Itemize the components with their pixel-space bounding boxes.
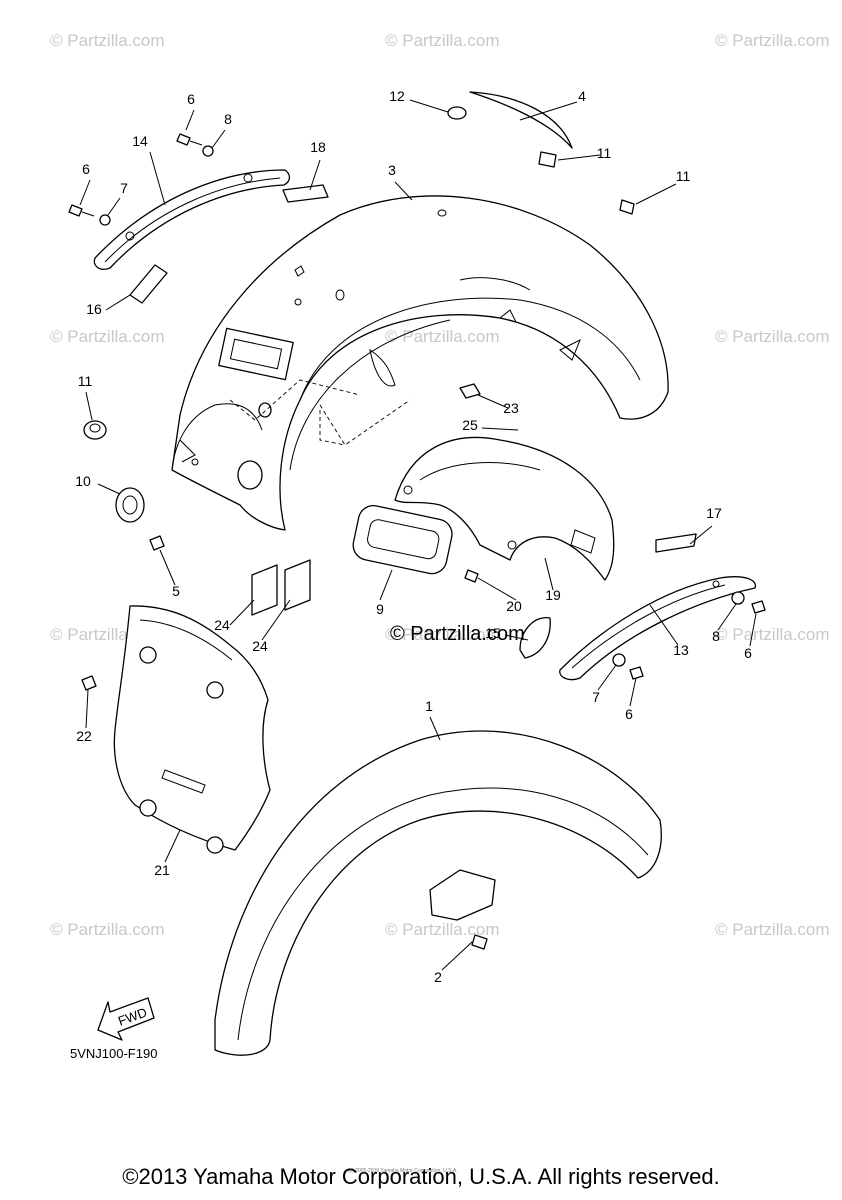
watermark: © Partzilla.com [715,625,830,644]
callout-number: 7 [592,689,600,705]
callout-number: 17 [706,505,722,521]
callout-number: 1 [425,698,433,714]
watermark: © Partzilla.com [385,920,500,939]
grommet [83,151,635,440]
callout-number: 20 [506,598,522,614]
rail-pad [519,617,551,659]
callout-number: 24 [214,617,230,633]
watermark: © Partzilla.com [50,920,165,939]
watermark: © Partzilla.com [385,327,500,346]
callout-number: 25 [462,417,478,433]
callout-number: 15 [485,625,501,641]
callout-number: 16 [86,301,102,317]
large-grommet [115,487,145,523]
callout-number: 23 [503,400,519,416]
bolt [612,591,766,680]
rail-end-piece [655,533,697,553]
callout-number: 11 [676,168,691,184]
callout-number: 11 [78,373,93,389]
watermark-layer: © Partzilla.com © Partzilla.com © Partzi… [50,31,830,939]
bolt [81,675,97,691]
callout-number: 24 [252,638,268,654]
center-watermark: © Partzilla.com [390,623,525,645]
callout-number: 22 [76,728,92,744]
watermark: © Partzilla.com [50,31,165,50]
callout-number: 6 [82,161,90,177]
callout-number: 11 [597,145,612,161]
seat-bracket [394,436,615,581]
callout-number: 8 [712,628,720,644]
watermark: © Partzilla.com [385,31,500,50]
callout-number: 5 [172,583,180,599]
callout-number: 6 [625,706,633,722]
callout-number: 14 [132,133,148,149]
callout-number: 3 [388,162,396,178]
diagram-code: 5VNJ100-F190 [70,1046,157,1061]
left-side-rail [93,169,291,270]
rail-pad [282,184,329,203]
small-copyright: (c) 2005-2016 Yamaha Motor Corporation, … [348,1168,458,1174]
tail-lens [352,504,453,575]
bolt [68,133,214,226]
callout-number: 18 [310,139,326,155]
callout-number: 4 [578,88,586,104]
callout-number: 21 [154,862,170,878]
side-cover [113,605,271,854]
callout-number: 6 [187,91,195,107]
bolt [471,934,488,950]
callout-number: 6 [744,645,752,661]
callout-number: 13 [673,642,689,658]
callout-number: 2 [434,969,442,985]
rear-fender [171,195,669,531]
callout-number: 8 [224,111,232,127]
callout-number: 10 [75,473,91,489]
right-side-rail [559,576,757,681]
labels [251,559,311,616]
bolt [149,535,165,551]
callout-number: 7 [120,180,128,196]
bolt [464,569,479,583]
footer-copyright: ©2013 Yamaha Motor Corporation, U.S.A. A… [122,1164,720,1189]
watermark: © Partzilla.com [50,327,165,346]
cap [447,106,467,120]
watermark: © Partzilla.com [715,31,830,50]
rail-pad [129,264,168,304]
fender-trim-strip [469,91,573,149]
watermark: © Partzilla.com [715,327,830,346]
fwd-arrow-icon: FWD [97,997,155,1041]
clip [459,383,481,399]
callout-number: 12 [389,88,405,104]
callout-number: 19 [545,587,561,603]
watermark: © Partzilla.com [385,625,500,644]
leader-lines [79,99,757,971]
watermark: © Partzilla.com [715,920,830,939]
front-fender [214,730,662,1056]
callout-number: 9 [376,601,384,617]
